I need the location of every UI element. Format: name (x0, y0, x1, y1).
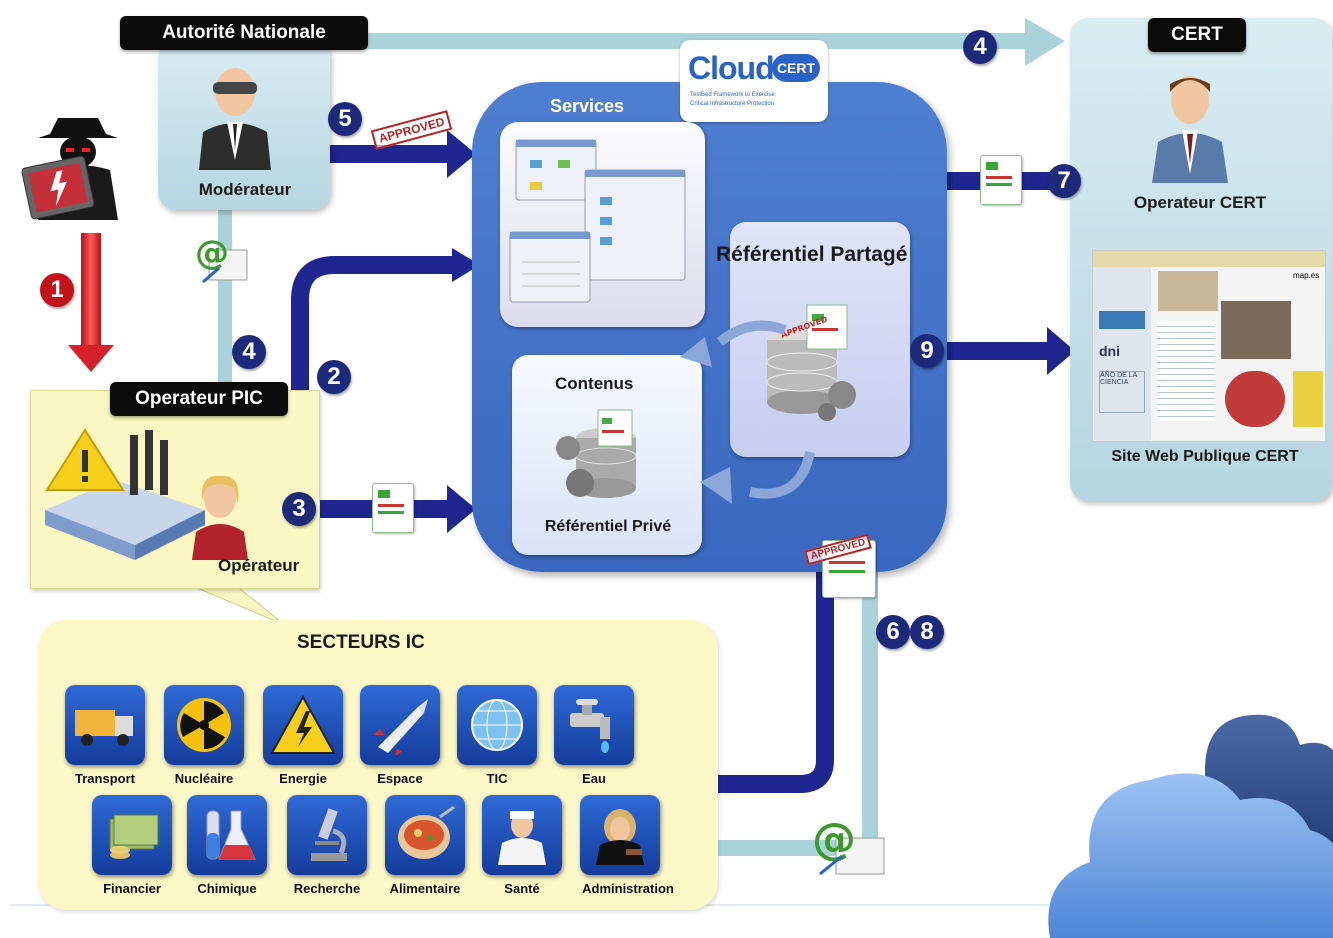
bubble-pointer (189, 584, 286, 626)
sync-arrows-icon (680, 320, 815, 504)
svg-text:@: @ (812, 814, 856, 865)
step-3-badge: 3 (282, 492, 316, 526)
factory-warning-icon (45, 428, 205, 560)
moderator-label: Modérateur (198, 180, 292, 199)
cert-operator-avatar (1152, 76, 1228, 183)
attacker-icon (21, 118, 118, 220)
sector-label-sante: Santé (504, 881, 540, 896)
secteurs-title: SECTEURS IC (297, 632, 425, 653)
sector-label-recherche: Recherche (293, 881, 361, 896)
document-icon (980, 155, 1022, 205)
judge-icon (580, 795, 660, 875)
cloudcert-logo: Cloud CERT TestBed Framework to Exercise… (680, 40, 828, 122)
referentiel-prive-label: Référentiel Privé (544, 518, 672, 535)
sector-label-espace: Espace (377, 771, 423, 786)
sector-label-eau: Eau (582, 771, 606, 786)
step-9-badge: 9 (910, 334, 944, 368)
sector-label-transport: Transport (75, 771, 135, 786)
sector-label-tic: TIC (486, 771, 508, 786)
shared-database-icon: APPROVED (766, 304, 856, 421)
autorite-label: Autorité Nationale (120, 16, 368, 50)
sector-label-energie: Energie (279, 771, 327, 786)
cloudcert-brand: Cloud (688, 50, 775, 86)
step-6-badge: 6 (876, 615, 910, 649)
globe-icon (457, 685, 537, 765)
step-2-badge: 2 (317, 360, 351, 394)
shuttle-icon (360, 685, 440, 765)
step-8-badge: 8 (910, 615, 944, 649)
faucet-icon (554, 685, 634, 765)
cloudcert-badge: CERT (772, 54, 820, 82)
doctor-icon (482, 795, 562, 875)
database-gears-icon (556, 409, 637, 498)
food-icon (385, 795, 465, 875)
email-icon: @ (808, 808, 888, 878)
cloudcert-tagline1: TestBed Framework to Exercise (690, 92, 775, 98)
sector-label-alimentaire: Alimentaire (389, 881, 461, 896)
sector-label-financier: Financier (103, 881, 161, 896)
operateur-pic-label: Operateur PIC (110, 382, 288, 416)
sector-label-chimique: Chimique (197, 881, 257, 896)
money-icon (92, 795, 172, 875)
step-4-badge: 4 (963, 30, 997, 64)
ano-ciencia-text: AÑO DE LA CIENCIA (1099, 371, 1145, 413)
flask-icon (187, 795, 267, 875)
cert-site-label: Site Web Publique CERT (1111, 448, 1299, 465)
cert-label: CERT (1148, 18, 1246, 52)
document-icon (372, 483, 414, 533)
radiation-icon (164, 685, 244, 765)
sector-label-nucleaire: Nucléaire (174, 771, 234, 786)
arrow-partage-to-site (935, 327, 1075, 375)
cloudcert-tagline2: Critical Infrastructure Protection (690, 101, 775, 107)
sector-label-administration: Administration (582, 881, 674, 896)
truck-icon (65, 685, 145, 765)
cloud-decoration (1048, 714, 1333, 938)
cert-website-thumbnail: dni AÑO DE LA CIENCIA map.es (1092, 250, 1326, 442)
operateur-label: Opérateur (218, 556, 300, 575)
moderator-avatar (199, 68, 271, 170)
email-icon: @ (193, 232, 249, 288)
step-4-badge-pic: 4 (232, 335, 266, 369)
contenus-title: Contenus (555, 374, 634, 393)
arrow-pic-to-services (291, 256, 455, 390)
operator-avatar (192, 475, 248, 560)
referentiel-partage-title: Référentiel Partagé (716, 243, 908, 266)
dni-text: dni (1099, 343, 1120, 359)
arrow-moderator-to-services (330, 130, 476, 178)
svg-text:@: @ (195, 233, 229, 273)
services-title: Services (550, 96, 625, 116)
cert-operator-label: Operateur CERT (1133, 193, 1267, 212)
map-text: map.es (1293, 271, 1320, 280)
lightning-icon (263, 685, 343, 765)
step-1-badge: 1 (40, 273, 74, 307)
step-5-badge: 5 (328, 102, 362, 136)
microscope-icon (287, 795, 367, 875)
services-card (500, 122, 705, 327)
arrow-autorite-to-cert (330, 18, 1065, 66)
step-7-badge: 7 (1047, 164, 1081, 198)
arrow-sectors-to-partage (680, 470, 834, 793)
arrow-attack (68, 233, 114, 372)
